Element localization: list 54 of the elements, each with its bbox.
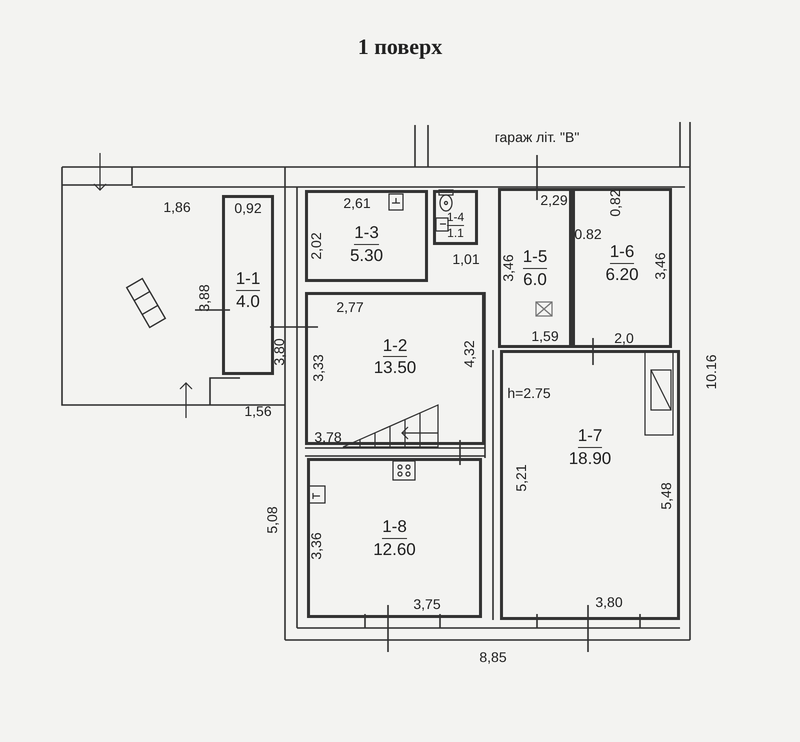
dimension-label: 5,21 xyxy=(514,464,528,492)
room-area: 18.90 xyxy=(568,448,612,469)
dimension-label: 3,46 xyxy=(653,252,667,280)
room-number: 1-2 xyxy=(382,334,408,357)
dimension-label: 3,80 xyxy=(272,338,286,366)
height-label: h=2.75 xyxy=(507,386,551,400)
dimension-label: 2,02 xyxy=(309,232,323,260)
dimension-label: 3,36 xyxy=(309,532,323,560)
room-outline xyxy=(500,350,680,620)
room-number: 1-4 xyxy=(446,210,464,226)
room-area: 1.1 xyxy=(447,226,464,241)
room-outline xyxy=(305,292,485,445)
room-area: 12.60 xyxy=(373,538,416,560)
dimension-label: 3,75 xyxy=(413,597,441,611)
dimension-label: 8,85 xyxy=(479,650,507,664)
room-area: 6.0 xyxy=(523,268,547,290)
room-outline xyxy=(222,195,274,375)
room-number: 1-6 xyxy=(610,241,634,264)
dimension-label: 0.82 xyxy=(574,227,602,241)
dimension-label: 1,01 xyxy=(452,252,480,266)
dimension-label: 0,92 xyxy=(234,201,262,215)
dimension-label: 4,32 xyxy=(462,340,476,368)
room-outline xyxy=(498,188,572,348)
dimension-label: 5,48 xyxy=(659,482,673,510)
room-outline xyxy=(307,458,482,618)
dimension-label: 3,46 xyxy=(501,254,515,282)
room-area: 6.20 xyxy=(605,264,639,285)
dimension-label: 3,88 xyxy=(197,284,211,312)
room-area: 4.0 xyxy=(236,290,260,312)
dimension-label: 1,56 xyxy=(244,404,272,418)
building-label: гараж літ. "В" xyxy=(494,130,580,144)
room-number: 1-3 xyxy=(354,222,379,244)
dimension-label: 10.16 xyxy=(704,354,718,390)
room-area: 13.50 xyxy=(374,357,416,378)
dimension-label: 3,78 xyxy=(314,430,342,444)
room-number: 1-1 xyxy=(236,268,260,290)
dimension-label: 2,77 xyxy=(336,300,364,314)
dimension-label: 0,82 xyxy=(608,189,622,217)
dimension-label: 5,08 xyxy=(265,506,279,534)
room-number: 1-5 xyxy=(522,246,548,268)
room-outline xyxy=(433,190,478,245)
dimension-label: 2,61 xyxy=(343,196,371,210)
dimension-label: 3,33 xyxy=(311,354,325,382)
room-outline xyxy=(305,190,428,282)
plan-title: 1 поверх xyxy=(356,33,444,61)
dimension-label: 1,86 xyxy=(163,200,191,214)
room-number: 1-7 xyxy=(578,425,602,448)
dimension-label: 1,59 xyxy=(531,329,559,343)
room-area: 5.30 xyxy=(350,244,384,266)
dimension-label: 2,29 xyxy=(540,193,568,207)
dimension-label: 3,80 xyxy=(595,595,623,609)
room-outline xyxy=(572,188,672,348)
dimension-label: 2,0 xyxy=(614,331,634,345)
room-number: 1-8 xyxy=(382,516,407,538)
